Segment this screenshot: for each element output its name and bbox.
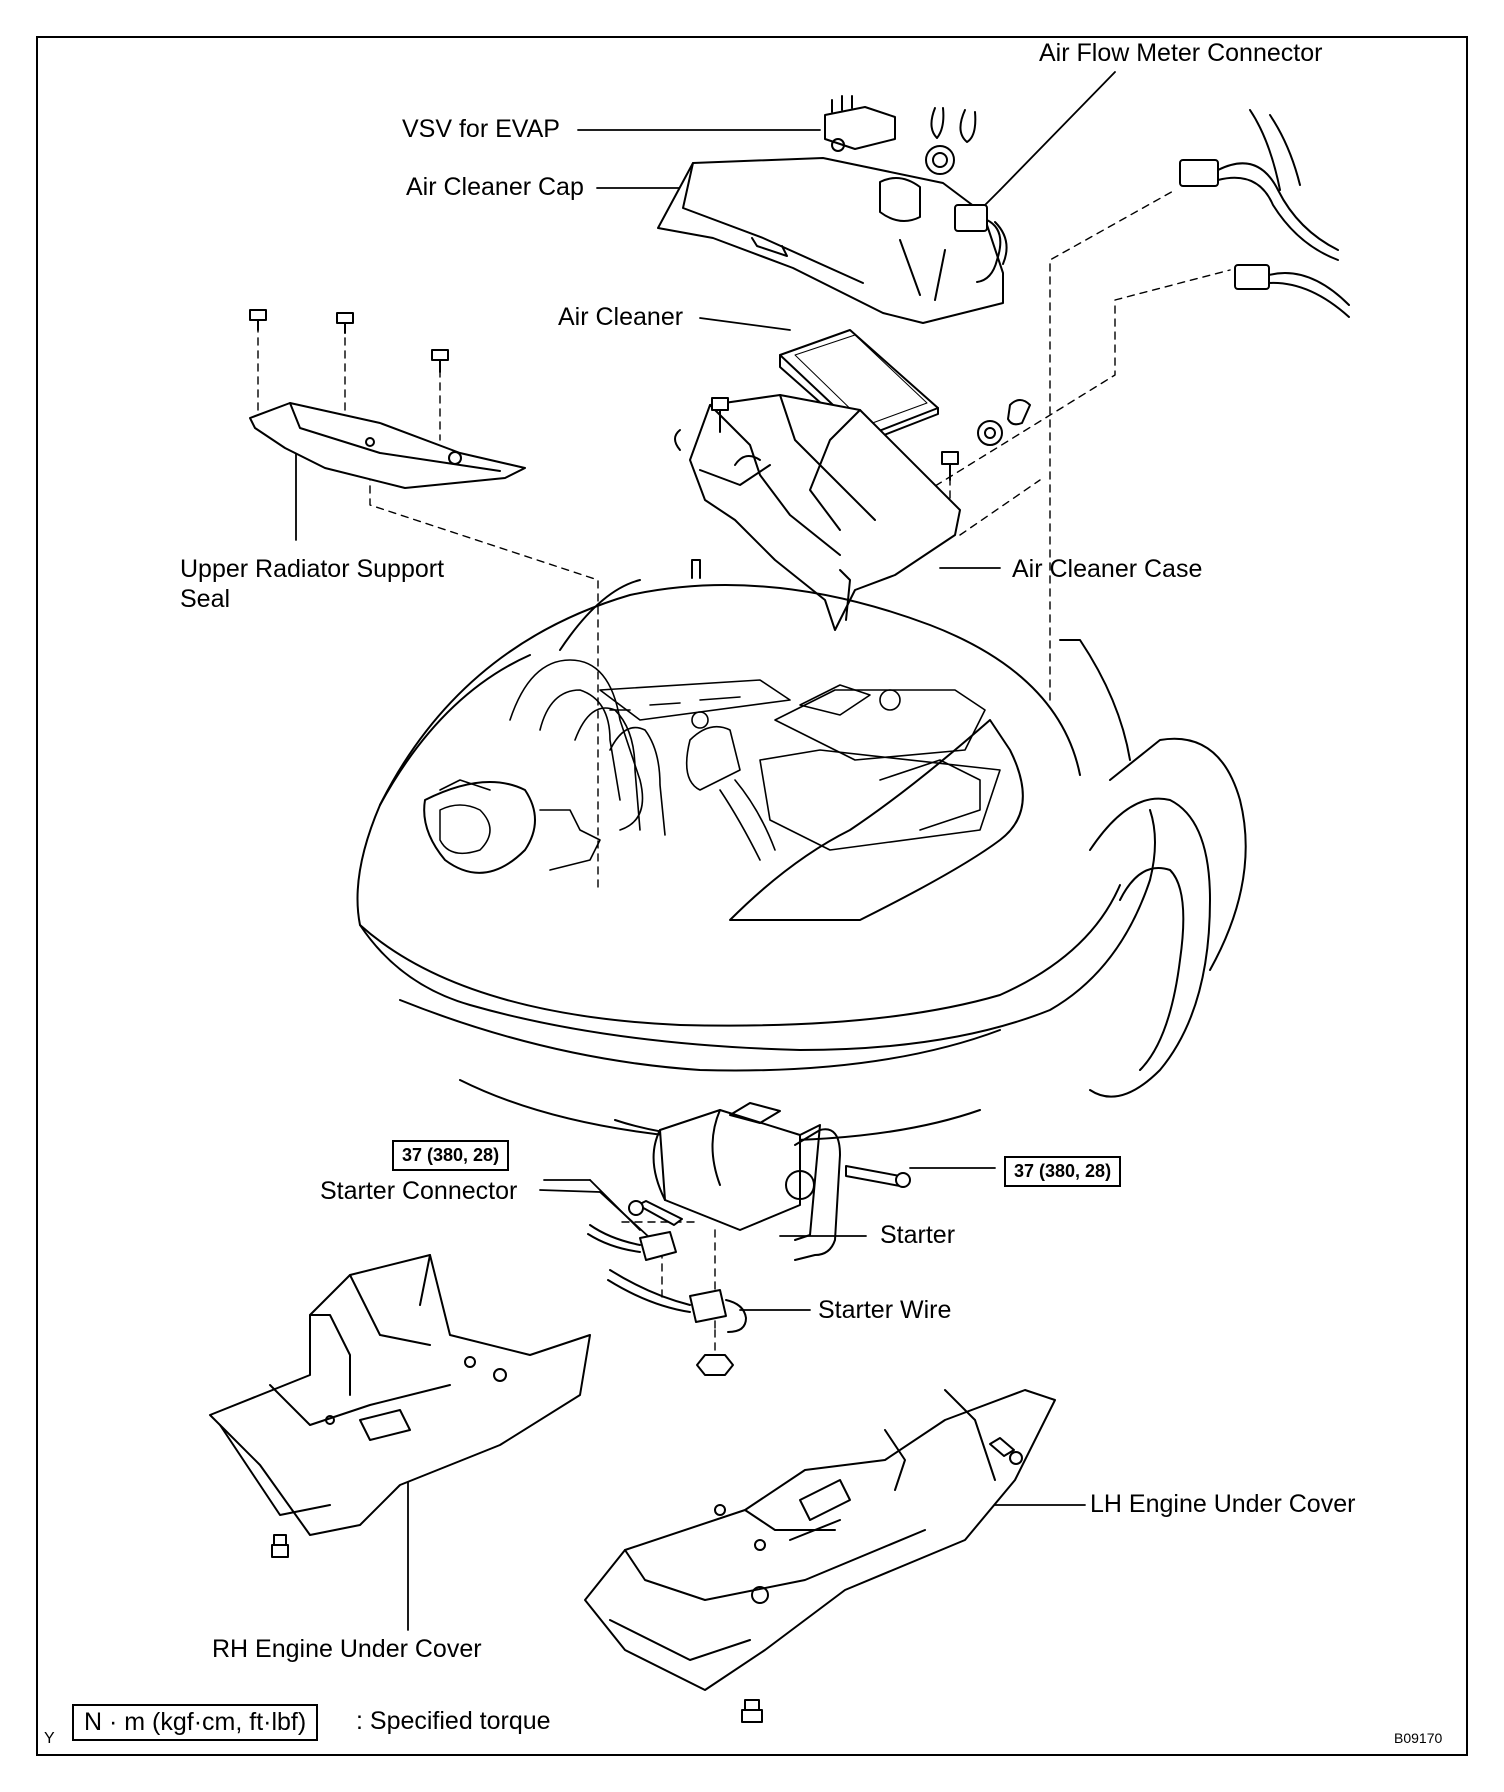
bolts	[249, 309, 959, 579]
starter-wire-part	[607, 1269, 747, 1376]
label-rh-engine-under-cover: RH Engine Under Cover	[212, 1635, 482, 1663]
wire-harness	[1179, 109, 1350, 318]
upper-radiator-support-seal	[249, 402, 526, 489]
corner-mark: Y	[44, 1730, 55, 1747]
label-air-cleaner-cap: Air Cleaner Cap	[406, 173, 584, 201]
engine-bay	[439, 659, 1001, 871]
rh-engine-under-cover	[209, 1254, 591, 1536]
label-starter: Starter	[880, 1221, 956, 1249]
label-air-cleaner-case: Air Cleaner Case	[1012, 555, 1203, 583]
label-upper-radiator-support-seal-2: Seal	[180, 585, 231, 613]
hose-clips	[925, 107, 977, 175]
label-starter-connector: Starter Connector	[320, 1177, 518, 1205]
lh-engine-under-cover	[584, 1389, 1056, 1691]
label-upper-radiator-support-seal-1: Upper Radiator Support	[180, 555, 445, 583]
torque-spec-left: 37 (380, 28)	[392, 1140, 510, 1171]
torque-spec-right: 37 (380, 28)	[1004, 1156, 1122, 1187]
starter-connector-part	[587, 1224, 677, 1261]
legend-unit-box: N · m (kgf·cm, ft·lbf)	[72, 1704, 319, 1741]
label-lh-engine-under-cover: LH Engine Under Cover	[1090, 1490, 1356, 1518]
diagram-frame	[36, 36, 1468, 1756]
rh-cover-bolt	[271, 1534, 289, 1558]
starter-bolts	[628, 1165, 911, 1226]
air-flow-meter-connector	[954, 204, 1008, 283]
starter-motor	[652, 1102, 841, 1261]
legend-description: : Specified torque	[356, 1707, 551, 1735]
label-air-flow-meter-connector: Air Flow Meter Connector	[1039, 39, 1323, 67]
air-cleaner-case	[674, 394, 961, 631]
vehicle-body	[356, 579, 1247, 1142]
label-starter-wire: Starter Wire	[818, 1296, 952, 1324]
vsv-part	[824, 95, 896, 152]
lh-cover-bolts	[741, 1437, 1023, 1723]
figure-id: B09170	[1394, 1730, 1443, 1746]
label-air-cleaner: Air Cleaner	[558, 303, 684, 331]
air-cleaner-cap	[657, 157, 1004, 324]
label-vsv-for-evap: VSV for EVAP	[402, 115, 560, 143]
case-clips	[977, 399, 1031, 446]
